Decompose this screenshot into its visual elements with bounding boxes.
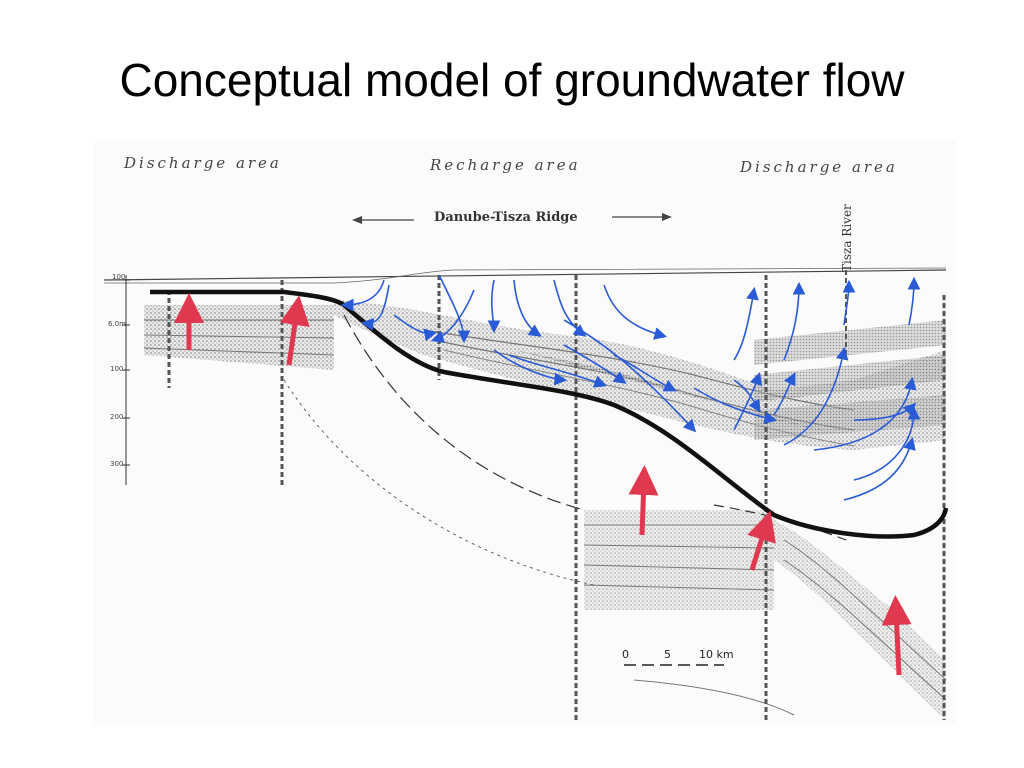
depth-label: 200 [110,413,124,421]
scale-label-5: 5 [664,648,671,661]
ridge-arrows [352,213,672,224]
strata-left [143,305,335,370]
deep-upflow-arrows [174,293,912,676]
ground-surface [103,267,947,284]
recharge-area-label: Recharge area [430,156,581,174]
groundwater-cross-section: Discharge area Recharge area Discharge a… [94,140,956,725]
river-label: Tisza River [840,204,854,272]
discharge-area-right-label: Discharge area [740,158,898,176]
cross-section-drawing [103,213,949,720]
depth-label: 300 [110,460,124,468]
discharge-area-left-label: Discharge area [124,154,282,172]
shallow-flow-arrows [340,274,921,501]
ridge-label: Danube-Tisza Ridge [434,210,578,225]
deep-flow-lines [283,314,847,586]
depth-label: 6.0m [108,320,126,328]
slide-title: Conceptual model of groundwater flow [119,54,905,106]
depth-label: 100 [112,273,126,281]
depth-scale [122,275,130,485]
depth-label: 100 [110,365,124,373]
scale-label-0: 0 [622,648,629,661]
scale-label-10km: 10 km [699,648,734,661]
strata-deep [583,510,947,720]
